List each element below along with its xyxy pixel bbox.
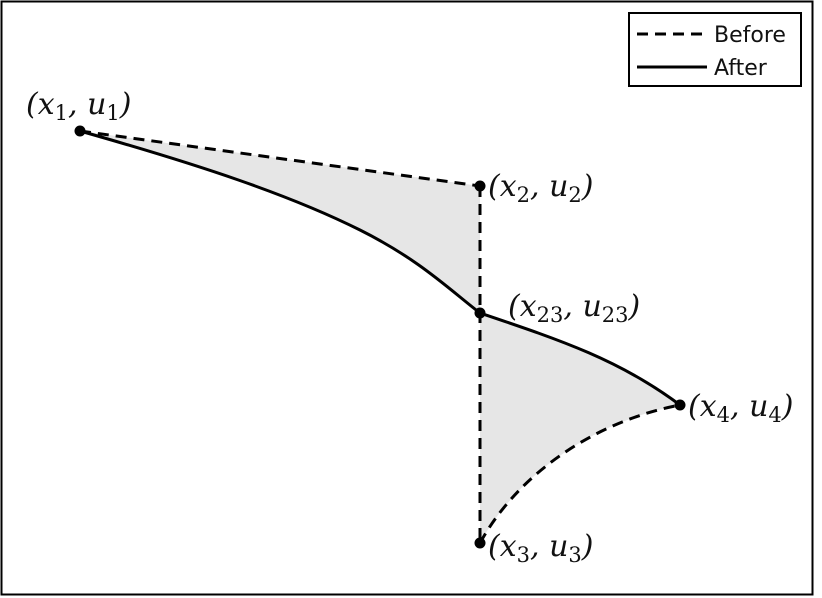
shaded-region-lower [480, 313, 680, 543]
legend-after-label: After [714, 56, 768, 81]
after-curve-1-23 [79, 129, 481, 315]
before-line-segment-1-2 [79, 129, 481, 188]
after-curve-23-4 [479, 311, 681, 407]
point-marker-1 [74, 125, 86, 137]
point-label-1: (x1, u1) [26, 87, 132, 125]
legend: Before After [628, 12, 802, 87]
point-label-2: (x2, u2) [488, 169, 594, 207]
point-label-23: (x23, u23) [508, 289, 640, 327]
point-marker-3 [474, 537, 486, 549]
legend-box [628, 12, 802, 87]
point-marker-4 [674, 399, 686, 411]
point-marker-2 [474, 180, 486, 192]
shaded-region-upper [80, 131, 480, 313]
point-label-3: (x3, u3) [488, 529, 594, 567]
point-label-4: (x4, u4) [688, 389, 794, 427]
legend-before-label: Before [714, 23, 786, 48]
before-curve-3-4 [478, 403, 681, 544]
point-marker-23 [474, 307, 486, 319]
